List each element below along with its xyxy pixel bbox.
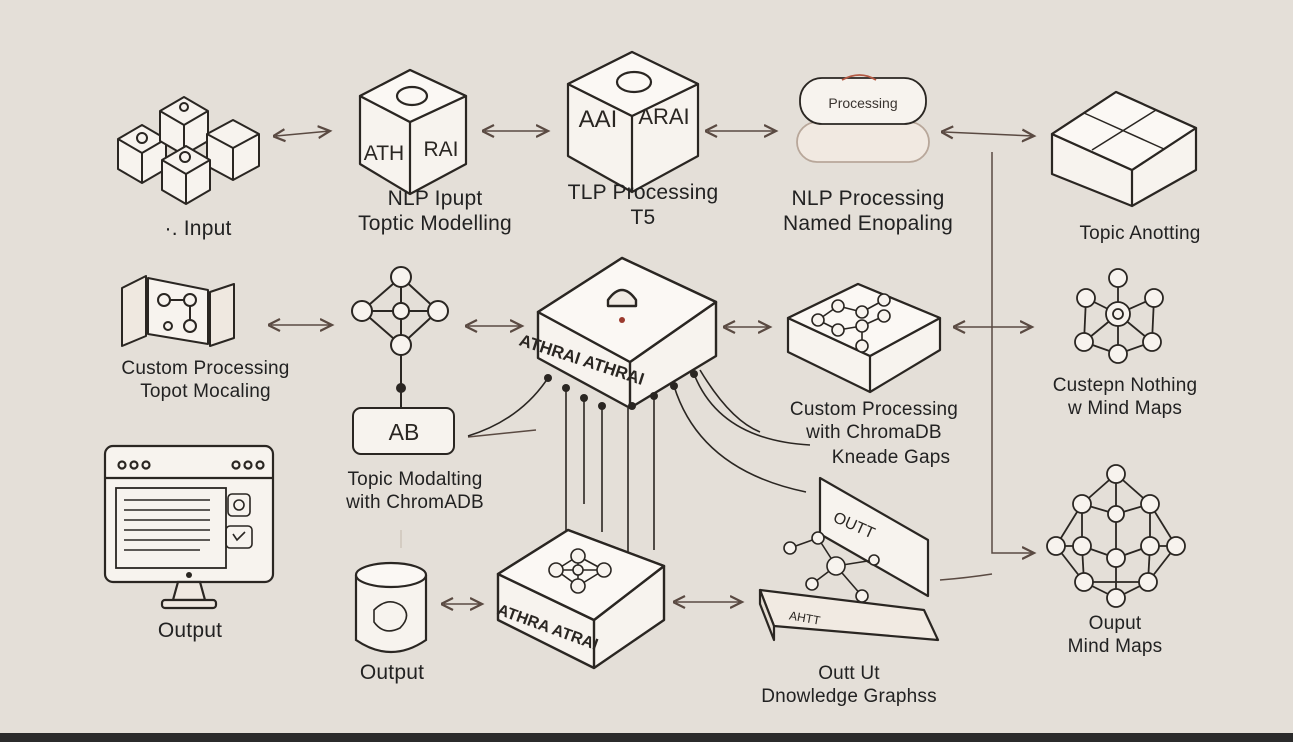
athrai-bottom-cube-icon: ATHRA ATRAI [495,528,666,670]
ath-label: ATH [364,142,404,165]
ab-label: AB [389,419,420,445]
aai-arai-cube-icon: AAI ARAI [566,50,700,194]
label-nlp-t5: TLP Processing T5 [567,181,719,229]
processing-pill-icon: Processing [796,74,930,163]
rai-label: RAI [423,138,458,161]
label-output-cylinder: Output [359,661,425,684]
label-nlp-input: NLP Ipupt Toptic Modelling [358,187,512,235]
bottom-border [0,733,1293,742]
arai-label: ARAI [638,104,689,129]
ath-rai-cube-icon: ATH RAI [358,68,468,196]
chromadb-box-icon [786,282,942,394]
label-output-monitor: Output [157,619,223,642]
custom-panel-icon [121,275,235,347]
ab-box-icon: AB [352,407,455,455]
label-custom-toppot: Custom Processing Topot Mocaling [121,358,290,402]
input-cubes-icon [117,96,260,205]
label-topic-anotting: Topic Anotting [1079,223,1201,244]
mind-map-lattice-icon [1046,464,1186,608]
output-panels-icon: OUTT AHTT [758,476,940,642]
topic-anotting-box-icon [1050,90,1198,208]
processing-label: Processing [828,95,897,111]
label-nlp-named: NLP Processing Named Enopaling [783,187,953,235]
label-input: ·. Input [164,217,232,240]
network-diamond-icon [351,266,449,420]
mind-map-star-icon [1074,268,1164,364]
athrai-central-cube-icon: ATHRAI ATHRAI [517,256,718,410]
output-cylinder-icon [354,561,428,653]
label-output-mind-maps: Ouput Mind Maps [1067,613,1163,657]
label-custom-chromadb: Custom Processing with ChromaDB [789,399,959,443]
label-knowledge-gaps: Kneade Gaps [831,447,951,468]
central-wires [467,369,811,552]
label-custepn-nothing: Custepn Nothing w Mind Maps [1052,375,1198,419]
label-output-knowledge: Outt Ut Dnowledge Graphss [761,663,937,707]
output-bottom-label: AHTT [788,608,822,627]
aai-label: AAI [579,106,618,133]
label-topic-chromadb: Topic Modalting with ChromADB [346,469,484,513]
monitor-icon [103,444,275,610]
